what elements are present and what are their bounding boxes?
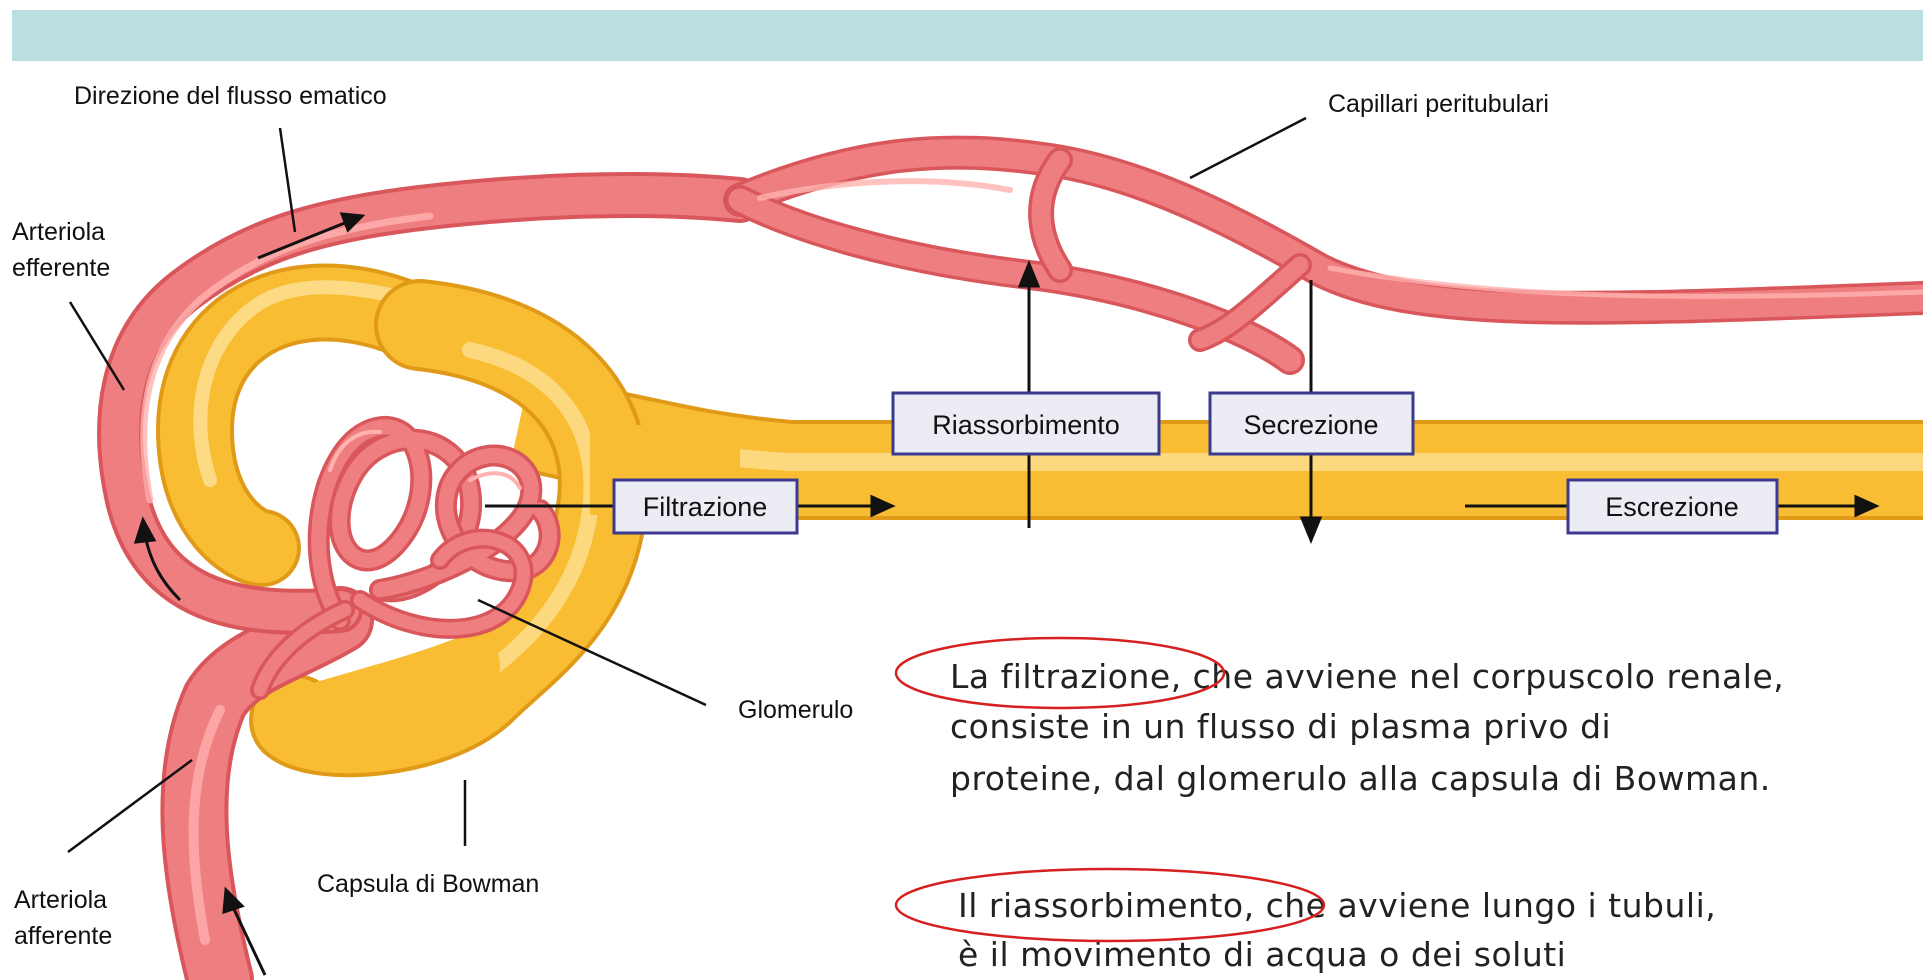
filtration-note-line3: proteine, dal glomerulo alla capsula di … xyxy=(950,759,1771,798)
reabsorption-note-rest: , che avviene lungo i tubuli, xyxy=(1244,886,1717,925)
filtration-label: Filtrazione xyxy=(643,492,768,522)
secretion-label: Secrezione xyxy=(1243,410,1378,440)
label-blood-flow: Direzione del flusso ematico xyxy=(74,82,387,110)
filtration-term: La filtrazione xyxy=(950,657,1171,696)
reabsorption-box: Riassorbimento xyxy=(893,393,1159,454)
reabsorption-label: Riassorbimento xyxy=(932,410,1120,440)
label-bowman: Capsula di Bowman xyxy=(317,870,539,898)
excretion-box: Escrezione xyxy=(1568,480,1777,533)
filtration-box: Filtrazione xyxy=(614,480,797,533)
label-efferent-line2: efferente xyxy=(12,254,110,282)
label-glomerulus: Glomerulo xyxy=(738,696,853,724)
label-afferent-line2: afferente xyxy=(14,922,112,950)
filtration-note-line2: consiste in un flusso di plasma privo di xyxy=(950,707,1611,746)
excretion-label: Escrezione xyxy=(1605,492,1739,522)
label-peritubular: Capillari peritubulari xyxy=(1328,90,1549,118)
filtration-note-rest: , che avviene nel corpuscolo renale, xyxy=(1171,657,1785,696)
peritubular-capillaries xyxy=(740,153,1923,360)
secretion-box: Secrezione xyxy=(1210,393,1413,454)
explanation-text: La filtrazione, che avviene nel corpusco… xyxy=(896,638,1784,974)
reabsorption-note-line1: Il riassorbimento, che avviene lungo i t… xyxy=(958,886,1716,925)
reabsorption-term: Il riassorbimento xyxy=(958,886,1244,925)
label-afferent-line1: Arteriola xyxy=(14,886,107,914)
label-efferent-line1: Arteriola xyxy=(12,218,105,246)
filtration-note-line1: La filtrazione, che avviene nel corpusco… xyxy=(950,657,1784,696)
